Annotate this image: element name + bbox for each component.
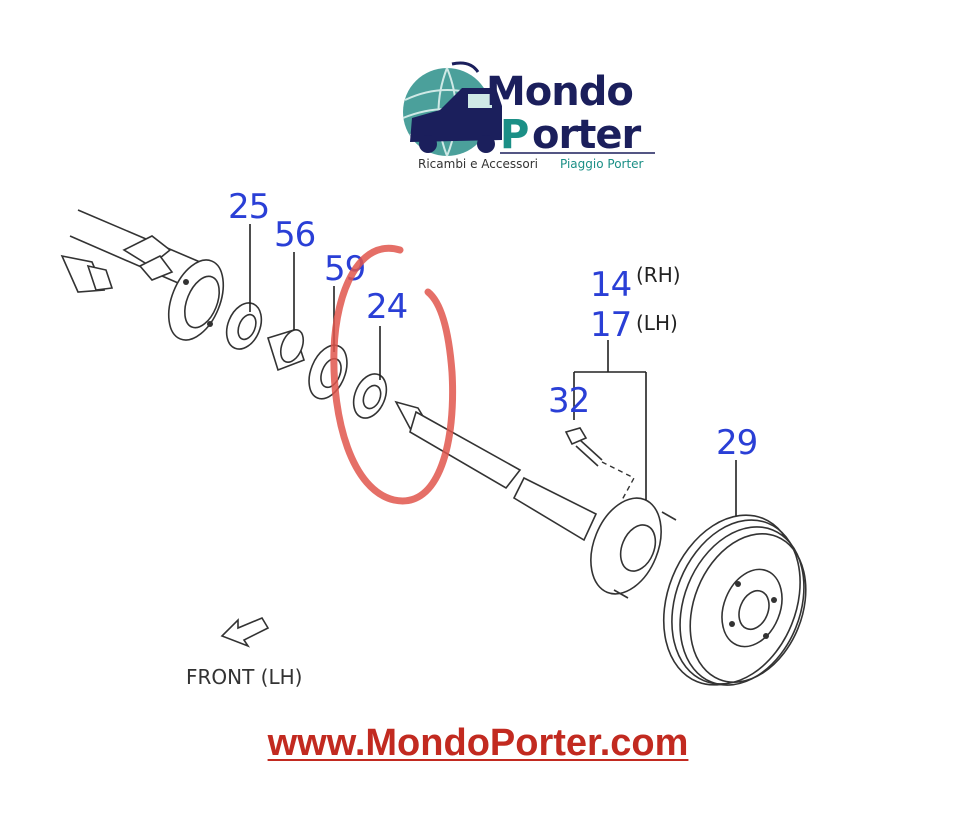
- website-url-link[interactable]: www.MondoPorter.com: [267, 722, 689, 764]
- callout-32: 32: [548, 381, 589, 421]
- callout-17: 17: [590, 305, 631, 345]
- callout-29: 29: [716, 423, 757, 463]
- logo-word-orter: orter: [532, 112, 641, 158]
- axle-drawing: [60, 209, 807, 686]
- front-label: FRONT (LH): [186, 665, 302, 689]
- callout-14-side: (RH): [636, 263, 681, 287]
- logo-tagline-right: Piaggio Porter: [560, 157, 644, 171]
- callout-25: 25: [228, 187, 269, 227]
- callout-numbers: 25 56 59 24 14 (RH) 17 (LH) 32 29: [228, 187, 758, 463]
- callout-14: 14: [590, 265, 631, 305]
- logo-letter-p: P: [500, 112, 529, 158]
- front-direction-indicator: FRONT (LH): [186, 616, 302, 689]
- callout-56: 56: [274, 215, 315, 255]
- callout-17-side: (LH): [636, 311, 678, 335]
- highlight-circle-part-24: [330, 244, 457, 505]
- logo-tagline-left: Ricambi e Accessori: [418, 157, 538, 171]
- mondo-porter-logo: Mondo P orter Ricambi e Accessori Piaggi…: [402, 61, 655, 171]
- front-arrow-icon: [220, 616, 270, 648]
- logo-word-mondo: Mondo: [486, 69, 633, 115]
- callout-24: 24: [366, 287, 407, 327]
